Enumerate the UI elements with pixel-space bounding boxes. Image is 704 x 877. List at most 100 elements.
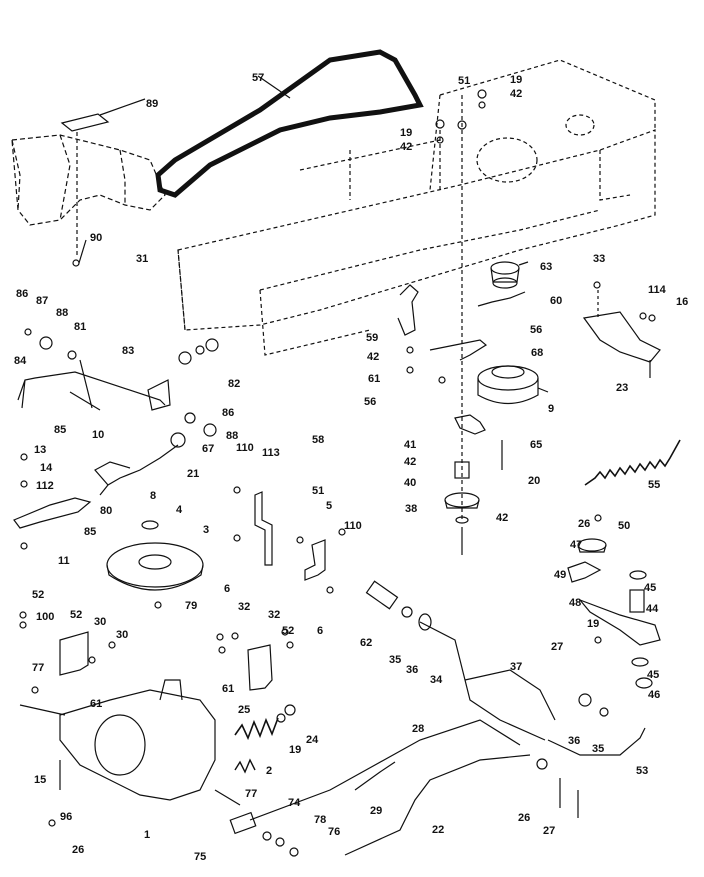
part-number-label: 65 [530, 439, 543, 451]
part-number-label: 4 [176, 504, 183, 516]
pulley-63-shape [490, 261, 529, 289]
spring-60-shape [477, 291, 526, 307]
part-number-label: 77 [245, 788, 258, 800]
part-number-label: 42 [496, 512, 509, 524]
part-number-label: 77 [32, 662, 45, 674]
part-number-label: 56 [364, 396, 377, 408]
part-number-label: 87 [36, 295, 49, 307]
part-number-label: 30 [94, 616, 107, 628]
part-number-label: 21 [187, 468, 200, 480]
part-number-label: 63 [540, 261, 553, 273]
part-number-label: 6 [317, 625, 324, 637]
bushing-44-shape [629, 589, 645, 613]
part-number-label: 33 [593, 253, 606, 265]
part-number-label: 26 [518, 812, 531, 824]
part-number-label: 47 [570, 539, 583, 551]
front-frame-section [11, 134, 166, 226]
part-number-label: 14 [40, 462, 53, 474]
part-number-label: 37 [510, 661, 523, 673]
part-number-label: 61 [368, 373, 381, 385]
bracket-59-shape [397, 284, 419, 336]
bracket-30b-shape [247, 644, 273, 691]
part-number-label: 44 [646, 603, 659, 615]
part-number-label: 36 [406, 664, 419, 676]
part-number-label: 36 [568, 735, 581, 747]
part-number-label: 96 [60, 811, 73, 823]
part-number-label: 40 [404, 477, 417, 489]
bracket-68-shape [429, 339, 488, 361]
arm-48-shape [578, 598, 661, 646]
part-number-label: 49 [554, 569, 567, 581]
rod-29-shape [354, 761, 396, 791]
bracket-113-shape [254, 491, 273, 566]
part-number-label: 42 [400, 141, 413, 153]
drive-belt-shape [155, 49, 424, 198]
part-number-label: 88 [226, 430, 239, 442]
part-number-label: 52 [32, 589, 45, 601]
part-number-label: 56 [530, 324, 543, 336]
part-number-label: 75 [194, 851, 207, 863]
clutch-9-shape [477, 365, 549, 404]
pulley-3-shape [106, 542, 204, 591]
part-number-label: 51 [312, 485, 325, 497]
part-number-label: 90 [90, 232, 103, 244]
part-number-label: 86 [16, 288, 29, 300]
part-number-label: 76 [328, 826, 341, 838]
part-number-label: 52 [282, 625, 295, 637]
part-number-label: 22 [432, 824, 445, 836]
plate-89-shape [60, 113, 110, 132]
part-number-label: 11 [58, 555, 70, 567]
main-frame [177, 59, 656, 356]
part-number-label: 57 [252, 72, 265, 84]
part-number-label: 23 [616, 382, 629, 394]
part-number-label: 85 [84, 526, 97, 538]
part-number-label: 35 [592, 743, 605, 755]
part-number-label: 79 [185, 600, 198, 612]
part-number-label: 110 [344, 520, 362, 532]
part-number-label: 1 [144, 829, 151, 841]
part-number-label: 27 [551, 641, 564, 653]
part-number-label: 3 [203, 524, 210, 536]
rod-28-shape [249, 719, 521, 821]
bolt-90-shape [72, 259, 80, 267]
part-number-label: 45 [647, 669, 660, 681]
part-number-label: 50 [618, 520, 631, 532]
part-number-label: 45 [644, 582, 657, 594]
part-number-label: 113 [262, 447, 280, 459]
bracket-23-shape [582, 311, 661, 363]
part-number-label: 42 [367, 351, 380, 363]
part-number-label: 27 [543, 825, 556, 837]
part-number-label: 2 [266, 765, 273, 777]
rod-34-shape [419, 621, 546, 741]
part-number-label: 35 [389, 654, 402, 666]
rod-37-shape [464, 669, 556, 721]
spring-2-shape [234, 758, 256, 774]
bracket-5-shape [304, 539, 326, 581]
part-number-label: 74 [288, 797, 301, 809]
bracket-49-shape [567, 561, 602, 583]
part-number-label: 20 [528, 475, 541, 487]
part-number-label: 110 [236, 442, 254, 454]
part-number-label: 28 [412, 723, 425, 735]
part-number-label: 31 [136, 253, 149, 265]
part-number-label: 9 [548, 403, 555, 415]
part-number-label: 41 [404, 439, 417, 451]
part-number-label: 55 [648, 479, 661, 491]
part-number-label: 29 [370, 805, 383, 817]
part-number-label: 78 [314, 814, 327, 826]
part-number-label: 8 [150, 490, 157, 502]
part-number-label: 62 [360, 637, 373, 649]
part-number-label: 61 [222, 683, 235, 695]
part-number-label: 19 [587, 618, 600, 630]
part-number-label: 58 [312, 434, 325, 446]
part-number-label: 6 [224, 583, 231, 595]
part-number-label: 89 [146, 98, 159, 110]
spring-55-shape [584, 439, 681, 486]
part-number-label: 61 [90, 698, 103, 710]
bracket-82-shape [147, 379, 171, 411]
part-number-label: 19 [400, 127, 413, 139]
bracket-53-shape [547, 727, 646, 756]
part-number-label: 86 [222, 407, 235, 419]
rod-22-shape [344, 754, 531, 856]
